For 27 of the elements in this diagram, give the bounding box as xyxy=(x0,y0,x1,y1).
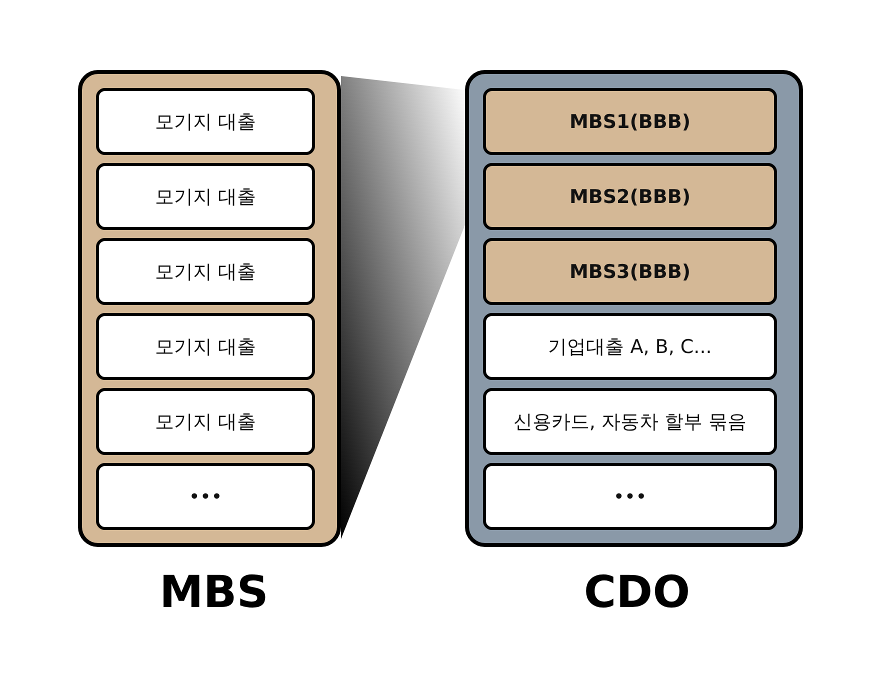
item-label: MBS3(BBB) xyxy=(569,260,691,282)
asset-box xyxy=(96,163,315,230)
asset-box xyxy=(483,388,777,455)
item-label: ••• xyxy=(188,486,222,508)
tranche-box xyxy=(483,238,777,305)
asset-box xyxy=(96,313,315,380)
tranche-box xyxy=(483,163,777,230)
asset-box xyxy=(96,463,315,530)
item-label: 모기지 대출 xyxy=(154,410,256,434)
tranche-box xyxy=(483,88,777,155)
item-label: MBS2(BBB) xyxy=(569,186,691,208)
item-label: 기업대출 A, B, C... xyxy=(548,334,712,360)
item-label: ••• xyxy=(613,486,647,508)
asset-box xyxy=(96,238,315,305)
item-label: 모기지 대출 xyxy=(154,110,256,134)
item-label: 모기지 대출 xyxy=(154,260,256,284)
panel-heading: MBS xyxy=(158,567,270,618)
item-label: MBS1(BBB) xyxy=(569,110,691,132)
item-label: 신용카드, 자동차 할부 묶음 xyxy=(513,410,747,434)
asset-box xyxy=(96,88,315,155)
item-label: 모기지 대출 xyxy=(154,184,256,210)
item-label: 모기지 대출 xyxy=(154,334,256,360)
expansion-wedge xyxy=(341,76,465,539)
asset-box xyxy=(483,463,777,530)
panel-heading: CDO xyxy=(582,567,692,618)
asset-box xyxy=(96,388,315,455)
asset-box xyxy=(483,313,777,380)
